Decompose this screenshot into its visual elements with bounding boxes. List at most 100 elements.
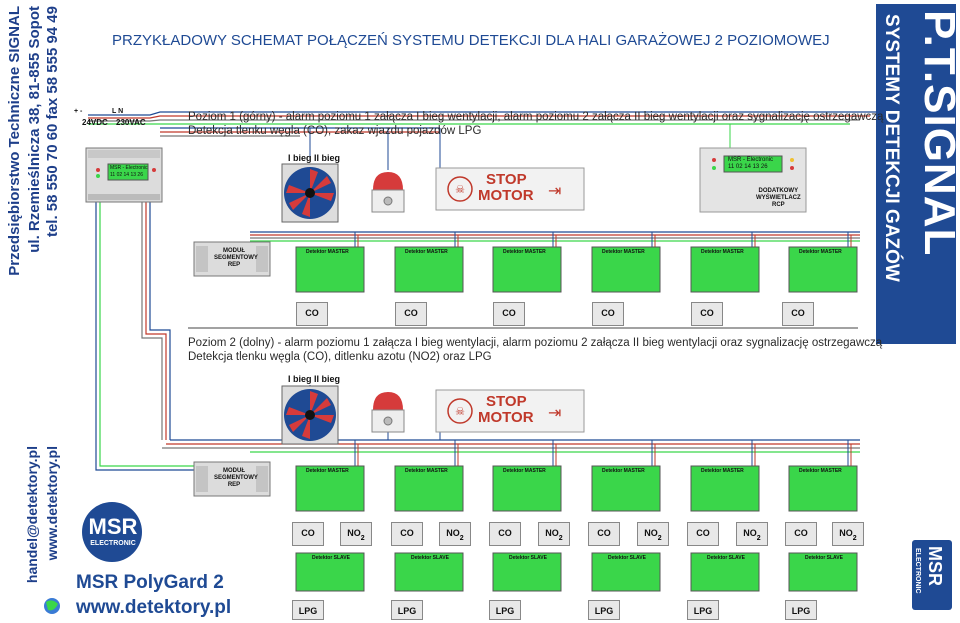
- sensor-co: CO: [592, 302, 624, 326]
- detector-master-label: Detektor MASTER: [799, 249, 842, 255]
- diagram-title: PRZYKŁADOWY SCHEMAT POŁĄCZEŃ SYSTEMU DET…: [112, 32, 830, 49]
- sensor-lpg-label: LPG: [791, 606, 811, 616]
- module-line3: REP: [227, 482, 241, 488]
- sensor-no2-label: NO: [545, 528, 559, 538]
- product-web[interactable]: www.detektory.pl: [76, 597, 232, 618]
- sensor-lpg-label: LPG: [693, 606, 713, 616]
- msr-logo-right-sub: ELECTRONIC: [914, 548, 921, 594]
- sensor-co-label: CO: [400, 528, 414, 538]
- sensor-co: CO: [296, 302, 328, 326]
- sensor-co-label: CO: [597, 528, 611, 538]
- sensor-lpg-label: LPG: [495, 606, 515, 616]
- controller-readout: 11 02 14 13 26: [110, 172, 143, 178]
- sensor-lpg-label: LPG: [298, 606, 318, 616]
- sensor-no2: NO2: [832, 522, 864, 546]
- detector-master-label: Detektor MASTER: [701, 249, 744, 255]
- detector-master-label: Detektor MASTER: [701, 468, 744, 474]
- detector-master-label: Detektor MASTER: [405, 468, 448, 474]
- svg-text:⇥: ⇥: [548, 403, 561, 422]
- detector-slave-label: Detektor SLAVE: [707, 555, 745, 561]
- sensor-no2-label: NO: [839, 528, 853, 538]
- detector-master-label: Detektor MASTER: [602, 468, 645, 474]
- detector-boards-level2: [295, 465, 858, 512]
- module-line2: SEGMENTOWY: [214, 255, 258, 261]
- controller-screen: MSR - Electronic 11 02 14 13 26: [110, 165, 148, 179]
- level1-description: Poziom 1 (górny) - alarm poziomu 1 załąc…: [188, 111, 884, 123]
- svg-text:⇥: ⇥: [548, 181, 561, 200]
- detector-master-label: Detektor MASTER: [503, 468, 546, 474]
- sensor-co: CO: [785, 522, 817, 546]
- sensor-co-label: CO: [601, 308, 615, 318]
- sensor-co: CO: [691, 302, 723, 326]
- sensor-co-label: CO: [404, 308, 418, 318]
- sensor-lpg-label: LPG: [594, 606, 614, 616]
- detector-master-label: Detektor MASTER: [306, 249, 349, 255]
- power-ln: L N: [112, 108, 124, 115]
- level2-detection: Detekcja tlenku węgla (CO), ditlenku azo…: [188, 351, 492, 363]
- sensor-no2-sub: 2: [657, 535, 662, 543]
- brand-tagline: SYSTEMY DETEKCJI GAZÓW: [881, 14, 902, 282]
- sensor-co-label: CO: [502, 308, 516, 318]
- power-dc-label: 24VDC: [82, 118, 108, 127]
- sensor-co-label: CO: [700, 308, 714, 318]
- stop-word: STOP: [486, 171, 527, 188]
- power-ac-label: 230VAC: [116, 118, 146, 127]
- stop-sign-level1-text: STOP MOTOR: [478, 172, 534, 204]
- globe-icon: [44, 598, 60, 614]
- module-line1: MODUŁ: [223, 468, 245, 474]
- sensor-lpg: LPG: [687, 600, 719, 620]
- stop-sign-level1: ☠ ⇥: [435, 167, 585, 211]
- sensor-lpg: LPG: [292, 600, 324, 620]
- sensor-no2-sub: 2: [852, 535, 857, 543]
- detector-slave-label: Detektor SLAVE: [312, 555, 350, 561]
- level1-detection: Detekcja tlenku węgla (CO), zakaz wjazdu…: [188, 125, 482, 137]
- sensor-co-label: CO: [498, 528, 512, 538]
- msr-logo-left-text: MSR: [88, 514, 138, 539]
- beacon-level1: [371, 172, 405, 213]
- sensor-no2: NO2: [538, 522, 570, 546]
- sensor-no2-sub: 2: [756, 535, 761, 543]
- detector-boards-level1: [295, 246, 858, 293]
- fan-label-level2: I bieg II bieg: [288, 374, 341, 384]
- sensor-lpg: LPG: [785, 600, 817, 620]
- sensor-co: CO: [493, 302, 525, 326]
- sensor-lpg: LPG: [391, 600, 423, 620]
- segment-module-level1: [193, 241, 271, 277]
- sensor-no2-sub: 2: [360, 535, 365, 543]
- product-name: MSR PolyGard 2: [76, 572, 224, 593]
- detector-master-label: Detektor MASTER: [405, 249, 448, 255]
- detector-master-label: Detektor MASTER: [503, 249, 546, 255]
- sensor-no2: NO2: [439, 522, 471, 546]
- brand-banner: P.T.SIGNAL SYSTEMY DETEKCJI GAZÓW: [876, 4, 960, 344]
- sensor-no2-label: NO: [347, 528, 361, 538]
- module-line1: MODUŁ: [223, 248, 245, 254]
- sensor-lpg: LPG: [588, 600, 620, 620]
- module-line3: REP: [227, 262, 241, 268]
- sensor-lpg-label: LPG: [397, 606, 417, 616]
- display-panel: [699, 147, 807, 213]
- detector-slave-label: Detektor SLAVE: [805, 555, 843, 561]
- sensor-no2-label: NO: [644, 528, 658, 538]
- sensor-no2: NO2: [340, 522, 372, 546]
- module-line2: SEGMENTOWY: [214, 475, 258, 481]
- display-caption: DODATKOWY WYŚWIETLACZ RCP: [756, 188, 801, 209]
- detector-slave-label: Detektor SLAVE: [608, 555, 646, 561]
- fan-level1: [281, 163, 339, 223]
- display-caption-1: DODATKOWY: [758, 188, 799, 194]
- sensor-co-label: CO: [305, 308, 319, 318]
- central-controller: [85, 147, 163, 203]
- segment-module-level2-label: MODUŁ SEGMENTOWY REP: [214, 468, 258, 489]
- sensor-co: CO: [687, 522, 719, 546]
- detector-master-label: Detektor MASTER: [306, 468, 349, 474]
- motor-word: MOTOR: [478, 187, 534, 204]
- svg-text:☠: ☠: [455, 183, 465, 196]
- stop-word: STOP: [486, 393, 527, 410]
- fan-level2: [281, 385, 339, 445]
- detector-slave-label: Detektor SLAVE: [509, 555, 547, 561]
- sensor-no2-label: NO: [446, 528, 460, 538]
- sensor-co: CO: [782, 302, 814, 326]
- msr-logo-left: [82, 502, 142, 562]
- detector-slave-label: Detektor SLAVE: [411, 555, 449, 561]
- controller-header: MSR - Electronic: [110, 165, 148, 171]
